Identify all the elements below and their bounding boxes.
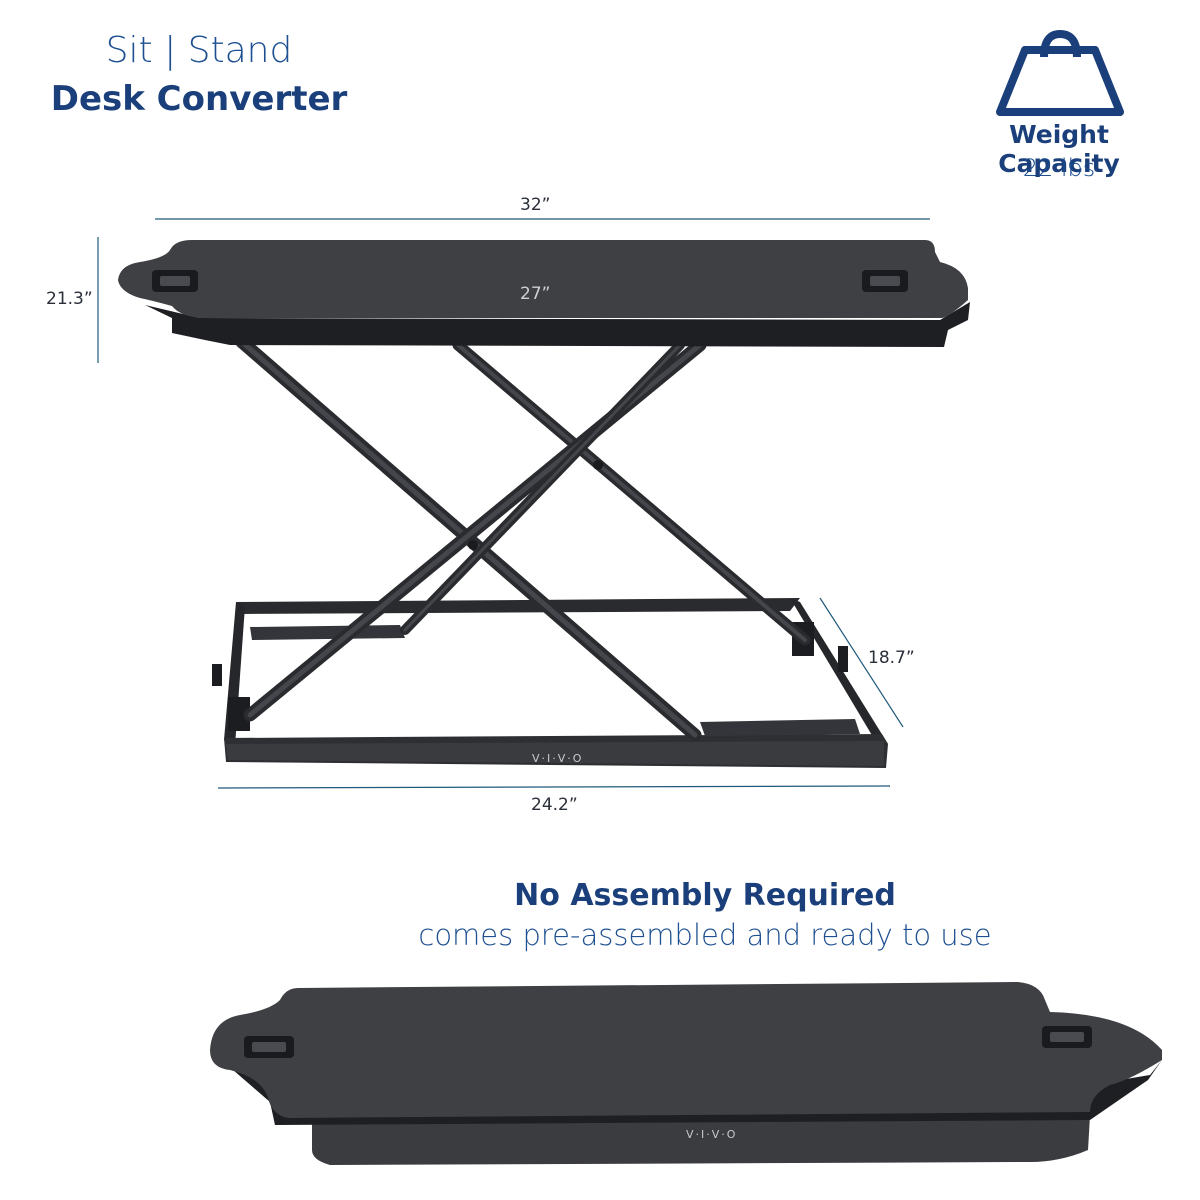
dim-label-depth: 18.7” [868,648,915,668]
assembly-subtitle: comes pre-assembled and ready to use [418,918,992,952]
assembly-title: No Assembly Required [514,878,896,913]
dim-label-height: 21.3” [46,289,93,309]
dim-label-inner-width: 27” [520,284,551,304]
vivo-logo: V·I·V·O [532,752,584,765]
desk-collapsed [210,982,1162,1165]
dim-label-top-width: 32” [520,195,551,215]
weight-capacity-value: 22 lbs [1022,154,1096,182]
dimension-lines [97,218,930,789]
weight-capacity-label: Weight Capacity [998,120,1120,178]
desk-raised [118,240,970,768]
weight-icon [996,29,1124,116]
dim-label-base-width: 24.2” [531,795,578,815]
dim-line-base-width [217,785,891,789]
vivo-logo-bottom: V·I·V·O [686,1128,738,1141]
product-title: Desk Converter [50,79,348,119]
product-subtitle: Sit | Stand [105,30,293,71]
dim-line-depth [819,597,904,728]
